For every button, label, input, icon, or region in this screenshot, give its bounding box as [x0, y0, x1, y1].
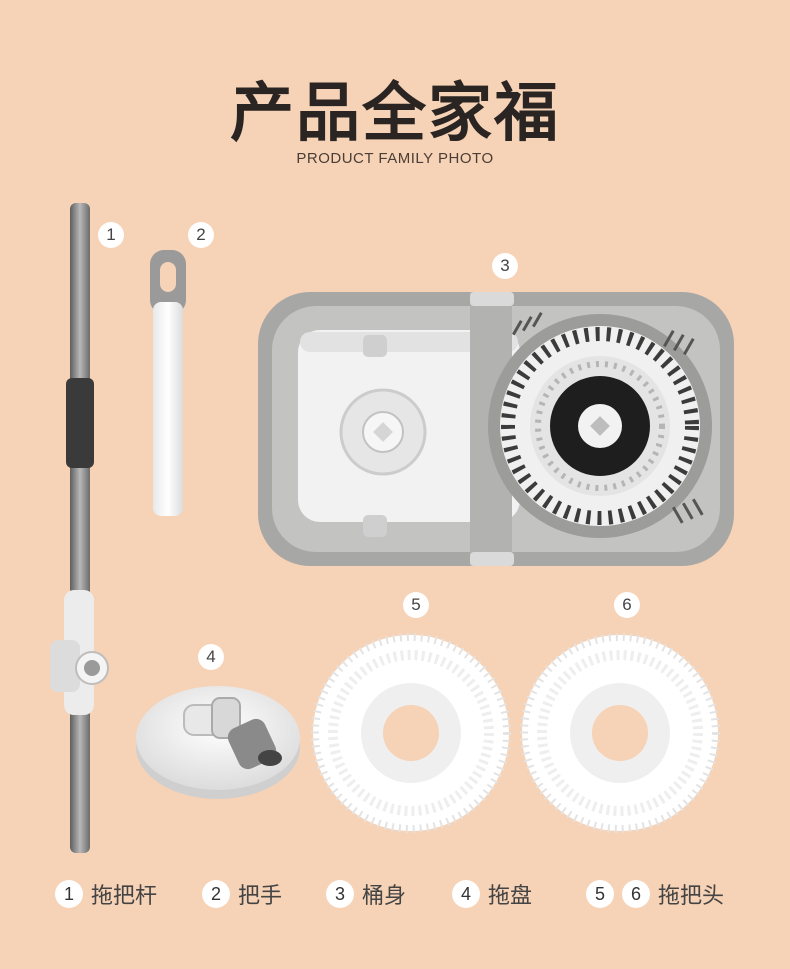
caption-plate: 4 拖盘 — [452, 878, 532, 910]
mop-head-5 — [311, 633, 511, 833]
caption-number: 6 — [622, 880, 650, 908]
mop-rod — [50, 203, 109, 853]
mop-plate — [136, 686, 300, 799]
caption-bucket: 3 桶身 — [326, 878, 406, 910]
caption-number: 5 — [586, 880, 614, 908]
caption-mop-head: 5 6 拖把头 — [586, 878, 724, 910]
item-badge-3: 3 — [492, 253, 518, 279]
mop-bucket — [258, 292, 734, 566]
page-title: 产品全家福 — [230, 77, 560, 151]
caption-label: 桶身 — [362, 884, 407, 909]
item-badge-6: 6 — [614, 592, 640, 618]
item-badge-1: 1 — [98, 222, 124, 248]
mop-head-6 — [520, 633, 720, 833]
caption-handle: 2 把手 — [202, 878, 282, 910]
caption-label: 把手 — [238, 884, 283, 909]
item-badge-5: 5 — [403, 592, 429, 618]
caption-number: 4 — [452, 880, 480, 908]
caption-number: 3 — [326, 880, 354, 908]
caption-label: 拖盘 — [488, 884, 533, 909]
item-badge-2: 2 — [188, 222, 214, 248]
item-badge-4: 4 — [198, 644, 224, 670]
caption-rod: 1 拖把杆 — [55, 878, 157, 910]
caption-number: 2 — [202, 880, 230, 908]
caption-label: 拖把头 — [658, 884, 725, 909]
page-subtitle: PRODUCT FAMILY PHOTO — [296, 150, 494, 167]
caption-number: 1 — [55, 880, 83, 908]
mop-handle — [150, 250, 186, 516]
caption-label: 拖把杆 — [91, 884, 158, 909]
